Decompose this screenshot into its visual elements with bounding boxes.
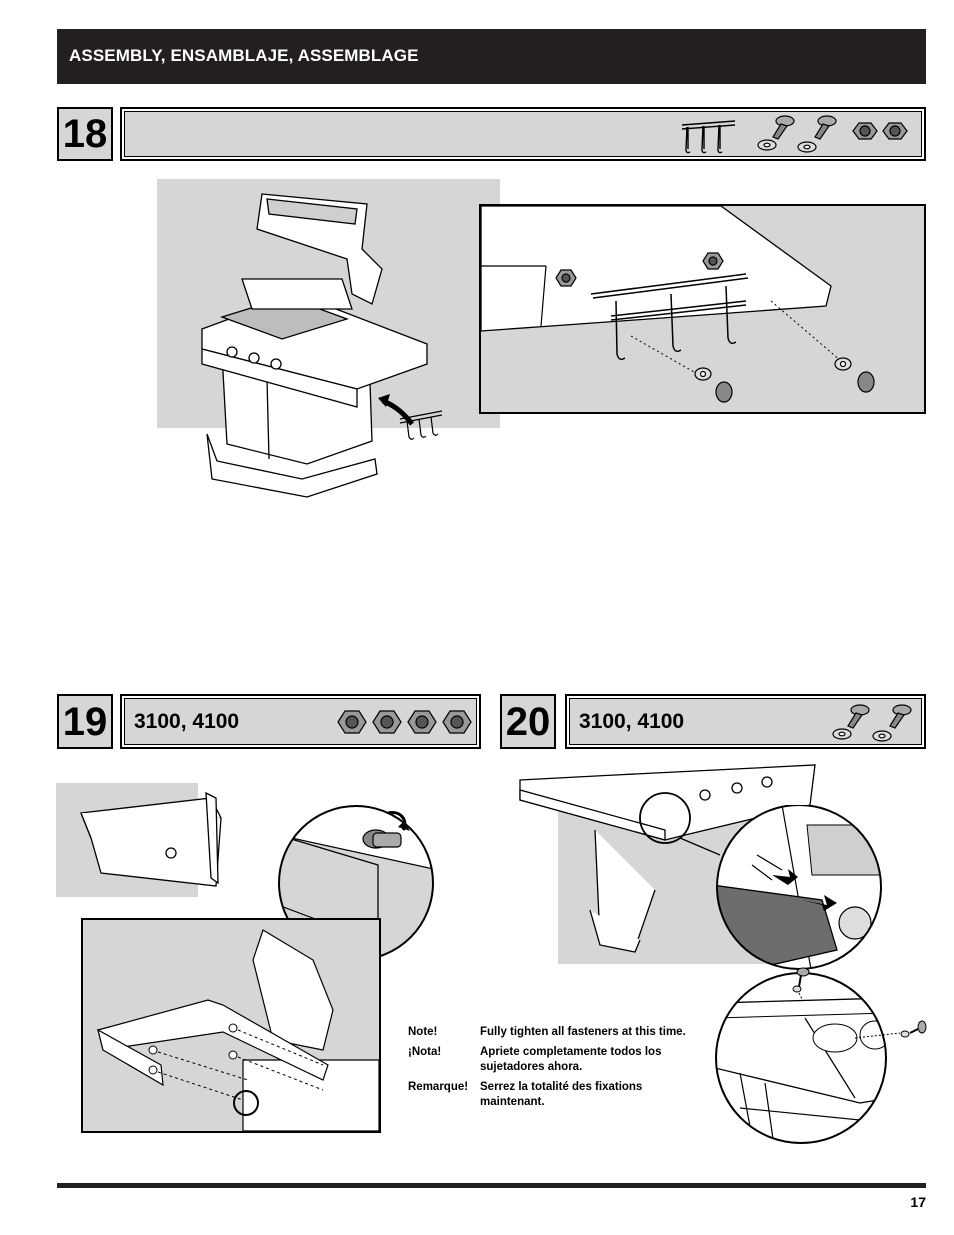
hardware-parts-icon: [681, 115, 908, 154]
step-18-bar: [120, 107, 926, 161]
step-19-model-label: 3100, 4100: [134, 710, 240, 733]
step-20-bar: 3100, 4100: [565, 694, 926, 749]
note-text: Serrez la totalité des fixations mainten…: [480, 1081, 643, 1108]
step-20-zoom-detail-top: [716, 805, 882, 970]
step-20-model-label: 3100, 4100: [579, 710, 685, 733]
note-text: Apriete completamente todos los sujetado…: [480, 1046, 662, 1073]
footer-rule: [57, 1183, 926, 1188]
note-label: Note!: [408, 1026, 438, 1038]
section-header: ASSEMBLY, ENSAMBLAJE, ASSEMBLAGE: [57, 29, 926, 84]
note-row: ¡Nota! Apriete completamente todos los s…: [408, 1045, 708, 1075]
step-18-detail-frame: [479, 204, 926, 414]
section-title: ASSEMBLY, ENSAMBLAJE, ASSEMBLAGE: [69, 46, 419, 65]
note-row: Note! Fully tighten all fasteners at thi…: [408, 1025, 708, 1040]
step-19-bar: 3100, 4100: [120, 694, 481, 749]
page-number: 17: [910, 1194, 926, 1210]
step-18-number: 18: [57, 107, 113, 161]
fastener-notes: Note! Fully tighten all fasteners at thi…: [408, 1025, 708, 1110]
shelf-part-illustration: [80, 791, 222, 887]
step-20-number: 20: [500, 694, 556, 749]
nut-icon: [337, 710, 472, 734]
side-shelf-grill-illustration: [519, 764, 816, 953]
bolt-washer-icon: [832, 704, 912, 742]
step-20-zoom-detail-bottom: [715, 967, 927, 1144]
note-label: ¡Nota!: [408, 1046, 442, 1058]
note-label: Remarque!: [408, 1081, 469, 1093]
grill-illustration: [201, 193, 443, 498]
step-19-number: 19: [57, 694, 113, 749]
note-text: Fully tighten all fasteners at this time…: [480, 1026, 686, 1038]
step-19-detail-frame: [81, 918, 381, 1133]
note-row: Remarque! Serrez la totalité des fixatio…: [408, 1080, 708, 1110]
